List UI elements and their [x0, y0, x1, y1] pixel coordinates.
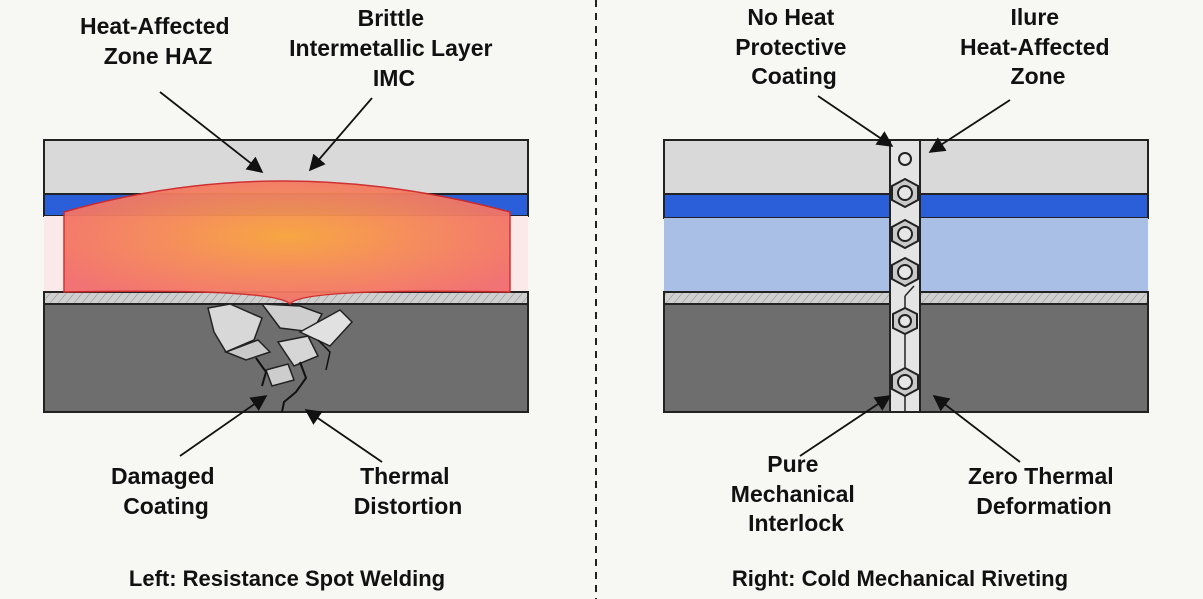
heat-affected-zone	[63, 180, 511, 306]
arrow-damaged-coating	[179, 395, 268, 457]
label-haz: Heat-Affected Zone HAZ	[80, 13, 236, 69]
rivet-node	[891, 218, 919, 250]
arrow-thermal-distortion	[304, 409, 383, 463]
arrow-ilure-haz	[928, 99, 1011, 153]
arrow-mechanical-interlock	[799, 395, 892, 457]
right-caption: Right: Cold Mechanical Riveting	[732, 566, 1068, 591]
right-panel: No Heat Protective Coating Ilure Heat-Af…	[663, 4, 1149, 591]
label-no-heat-coating: No Heat Protective Coating	[735, 4, 853, 89]
label-damaged-coating: Damaged Coating	[111, 463, 221, 519]
rivet-node	[891, 366, 919, 398]
label-zero-thermal: Zero Thermal Deformation	[968, 463, 1120, 519]
label-ilure-haz: Ilure Heat-Affected Zone	[960, 4, 1116, 89]
label-thermal-distortion: Thermal Distortion	[354, 463, 463, 519]
rivet-node	[891, 177, 919, 209]
arrow-haz	[159, 91, 264, 173]
rivet-node	[892, 306, 918, 336]
left-caption: Left: Resistance Spot Welding	[129, 566, 445, 591]
rivet-nodes	[891, 152, 919, 398]
left-panel: Heat-Affected Zone HAZ Brittle Intermeta…	[43, 5, 529, 591]
label-imc: Brittle Intermetallic Layer IMC	[289, 5, 499, 91]
damaged-coating-fragments	[207, 303, 354, 413]
arrow-no-heat-coating	[817, 95, 894, 147]
label-mechanical-interlock: Pure Mechanical Interlock	[731, 451, 861, 536]
arrow-imc	[308, 97, 373, 172]
arrow-zero-thermal	[932, 395, 1021, 463]
rivet-node-small	[898, 152, 912, 166]
rivet-node	[891, 256, 919, 288]
